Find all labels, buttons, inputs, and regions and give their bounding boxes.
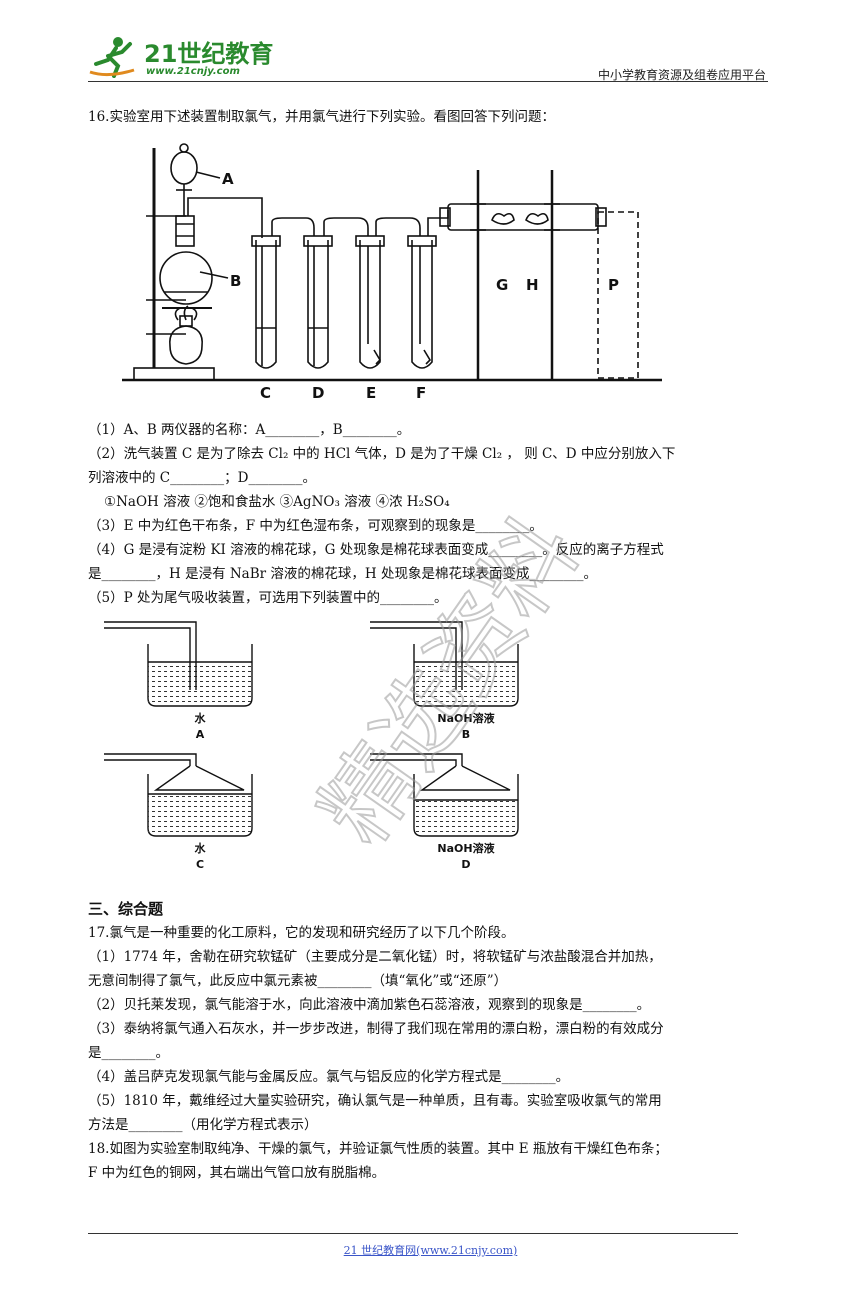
absorber-options-diagram: 水 A NaOH溶液 B 水 C NaOH溶液 D [104,621,519,871]
q16-line-7: 是________，H 是浸有 NaBr 溶液的棉花球，H 处现象是棉花球表面变… [88,566,597,582]
footer-divider [88,1233,738,1234]
label-F: F [416,384,426,402]
section-3-title: 三、综合题 [88,900,164,918]
q17-line-9: 方法是________（用化学方程式表示） [88,1117,318,1133]
q17-line-6: 是________。 [88,1045,169,1061]
absorber-d-liquid: NaOH溶液 [437,841,495,855]
q18-line-2: F 中为红色的铜网，其右端出气管口放有脱脂棉。 [88,1165,386,1181]
absorber-c-letter: C [196,858,204,871]
absorber-d-letter: D [461,858,470,871]
label-G: G [496,276,508,294]
label-H: H [526,276,539,294]
header-platform-text: 中小学教育资源及组卷应用平台 [597,68,766,82]
site-logo[interactable]: 21世纪教育 www.21cnjy.com [88,34,278,78]
q17-line-4: （2）贝托莱发现，氯气能溶于水，向此溶液中滴加紫色石蕊溶液，观察到的现象是___… [88,997,651,1013]
label-D: D [312,384,324,402]
label-A: A [222,170,234,188]
absorber-c-liquid: 水 [195,841,207,855]
q16-line-6: （4）G 是浸有淀粉 KI 溶液的棉花球，G 处现象是棉花球表面变成______… [88,542,664,558]
q17-line-8: （5）1810 年，戴维经过大量实验研究，确认氯气是一种单质，且有毒。实验室吸收… [88,1093,662,1109]
label-E: E [366,384,376,402]
page-header: 21世纪教育 www.21cnjy.com 中小学教育资源及组卷应用平台 [88,30,768,82]
logo-text: 21世纪教育 [144,40,274,68]
footer-link[interactable]: 21 世纪教育网(www.21cnjy.com) [343,1244,518,1257]
label-B: B [230,272,241,290]
q17-line-1: 17.氯气是一种重要的化工原料，它的发现和研究经历了以下几个阶段。 [88,925,515,941]
absorber-a-liquid: 水 [195,711,207,725]
q16-line-8: （5）P 处为尾气吸收装置，可选用下列装置中的________。 [88,590,448,606]
absorber-b-liquid: NaOH溶液 [437,711,495,725]
header-divider [88,81,768,82]
q17-line-5: （3）泰纳将氯气通入石灰水，并一步步改进，制得了我们现在常用的漂白粉，漂白粉的有… [88,1021,664,1037]
q18-line-1: 18.如图为实验室制取纯净、干燥的氯气，并验证氯气性质的装置。其中 E 瓶放有干… [88,1141,668,1157]
q17-line-2: （1）1774 年，舍勒在研究软锰矿（主要成分是二氧化锰）时，将软锰矿与浓盐酸混… [88,949,662,965]
q17-line-7: （4）盖吕萨克发现氯气能与金属反应。氯气与铝反应的化学方程式是________。 [88,1069,570,1085]
label-P: P [608,276,619,294]
q16-line-3: 列溶液中的 C________；D________。 [88,470,316,486]
q16-line-2: （2）洗气装置 C 是为了除去 Cl₂ 中的 HCl 气体，D 是为了干燥 Cl… [88,446,676,462]
q16-line-1: （1）A、B 两仪器的名称：A________，B________。 [88,422,411,438]
label-C: C [260,384,271,402]
q17-line-3: 无意间制得了氯气，此反应中氯元素被________（填“氧化”或“还原”） [88,973,508,989]
q16-line-4: ①NaOH 溶液 ②饱和食盐水 ③AgNO₃ 溶液 ④浓 H₂SO₄ [104,494,450,510]
chlorine-apparatus-diagram: A B C D E F G H P [122,143,662,402]
runner-logo-icon [89,37,135,78]
absorber-b-letter: B [462,728,470,741]
absorber-a-letter: A [196,728,205,741]
q16-line-5: （3）E 中为红色干布条，F 中为红色湿布条，可观察到的现象是________。 [88,518,543,534]
logo-url: www.21cnjy.com [146,66,240,77]
q16-title: 16.实验室用下述装置制取氯气，并用氯气进行下列实验。看图回答下列问题： [88,109,555,125]
